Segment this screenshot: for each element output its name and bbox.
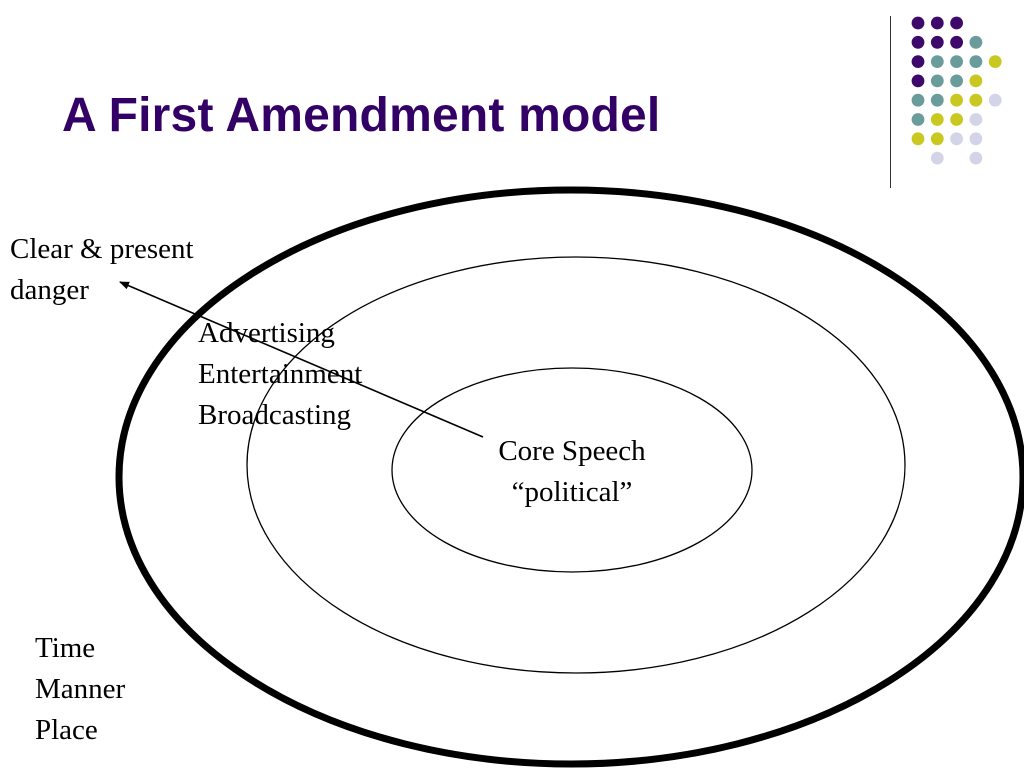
inner-ring-label: Core Speech “political” xyxy=(472,431,672,513)
decorative-dot-purple xyxy=(911,16,925,30)
decorative-dot-yellow xyxy=(950,113,963,126)
decorative-dot-purple xyxy=(911,74,925,88)
decorative-dot-teal xyxy=(930,74,944,88)
decorative-dot-grid xyxy=(911,16,1002,165)
decorative-dot-purple xyxy=(911,55,925,68)
outer-ring-ellipse xyxy=(115,186,1024,768)
middle-ring-line-advertising: Advertising xyxy=(198,317,335,349)
decorative-dot-lavender xyxy=(969,132,983,146)
inner-ring-line-core-speech: Core Speech xyxy=(498,435,646,467)
decorative-dot-yellow xyxy=(930,132,944,146)
decorative-dot-teal xyxy=(950,74,963,88)
decorative-dot-teal xyxy=(950,55,963,68)
decorative-dot-teal xyxy=(911,93,925,107)
decorative-dot-lavender xyxy=(969,113,983,126)
middle-ring-line-entertainment: Entertainment xyxy=(198,358,363,390)
decorative-dot-teal xyxy=(930,55,944,68)
slide-title: A First Amendment model xyxy=(62,89,661,142)
outer-ring-line-place: Place xyxy=(35,714,98,746)
outer-ring-line-manner: Manner xyxy=(35,673,126,705)
decorative-dot-lavender xyxy=(969,151,983,165)
decorative-dot-purple xyxy=(950,16,963,30)
decorative-dot-yellow xyxy=(988,55,1002,68)
decorative-dot-purple xyxy=(930,35,944,49)
decorative-dot-yellow xyxy=(911,132,925,146)
decorative-dot-lavender xyxy=(950,132,963,146)
middle-ring-label: Advertising Entertainment Broadcasting xyxy=(198,313,362,436)
clear-present-danger-arrow xyxy=(119,281,484,438)
clear-present-danger-line-1: Clear & present xyxy=(10,233,194,265)
decorative-dot-purple xyxy=(930,16,944,30)
inner-ring-ellipse xyxy=(391,367,753,573)
decorative-dot-teal xyxy=(969,35,983,49)
decorative-dot-purple xyxy=(950,35,963,49)
decorative-dot-yellow xyxy=(969,74,983,88)
decorative-dot-purple xyxy=(911,35,925,49)
clear-present-danger-label: Clear & present danger xyxy=(10,229,194,311)
decorative-dot-teal xyxy=(911,113,925,126)
clear-present-danger-line-2: danger xyxy=(10,274,89,306)
decorative-dot-yellow xyxy=(930,113,944,126)
title-divider-line xyxy=(890,16,891,188)
outer-ring-label: Time Manner Place xyxy=(35,628,125,751)
middle-ring-ellipse xyxy=(246,256,906,674)
inner-ring-line-political: “political” xyxy=(511,476,633,508)
outer-ring-line-time: Time xyxy=(35,632,96,664)
decorative-dot-yellow xyxy=(969,93,983,107)
decorative-dot-lavender xyxy=(988,93,1002,107)
middle-ring-line-broadcasting: Broadcasting xyxy=(198,399,352,431)
decorative-dot-yellow xyxy=(950,93,963,107)
decorative-dot-teal xyxy=(969,55,983,68)
decorative-dot-lavender xyxy=(930,151,944,165)
decorative-dot-teal xyxy=(930,93,944,107)
